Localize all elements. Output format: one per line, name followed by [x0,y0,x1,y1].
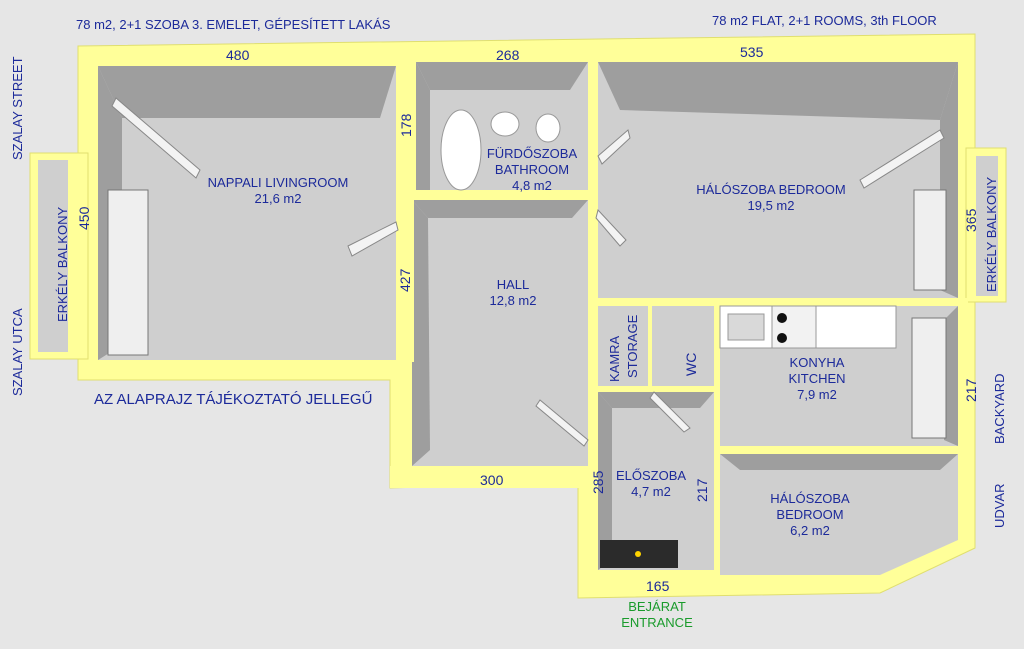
bedroom2-name-hu: HÁLÓSZOBA [770,491,850,506]
living-floor [98,66,396,360]
bathtub-icon [440,109,482,191]
storage-name-en: STORAGE [625,314,640,378]
kitchen-label: KONYHA KITCHEN 7,9 m2 [772,355,862,403]
bedroom2-floor [720,454,958,575]
bathroom-label: FÜRDŐSZOBA BATHROOM 4,8 m2 [482,146,582,194]
dimension-450: 450 [76,206,92,230]
kitchen-name-en: KITCHEN [788,371,846,386]
bathroom-name-en: BATHROOM [494,162,570,177]
shaded-walls [98,62,958,570]
entrance-light-icon [635,551,641,557]
balcony-left-floor [38,160,68,352]
hall-name: HALL [496,277,530,292]
living-room-area: 21,6 m2 [254,191,302,206]
bedroom2-area: 6,2 m2 [790,523,830,538]
dimension-268: 268 [496,47,520,63]
udvar-label: UDVAR [992,483,1007,528]
wc-floor [652,306,714,386]
balcony-right-label: ERKÉLY BALKONY [984,176,999,292]
header-english: 78 m2 FLAT, 2+1 ROOMS, 3th FLOOR [712,13,937,28]
living-room-name: NAPPALI LIVINGROOM [207,175,349,190]
entry-label: ELŐSZOBA 4,7 m2 [616,468,686,500]
dimension-217-entry: 217 [694,478,710,502]
kitchen-name-hu: KONYHA [789,355,845,370]
entry-floor [598,392,714,570]
storage-name-hu: KAMRA [607,335,622,382]
dimension-300: 300 [480,472,504,488]
windows [107,189,947,439]
storage-floor [598,306,648,386]
wc-label: WC [683,352,699,376]
inner-walls [390,62,968,576]
dimension-480: 480 [226,47,250,63]
dimension-365: 365 [963,208,979,232]
stove-icon [777,313,787,323]
entry-area: 4,7 m2 [631,484,671,499]
hall-area: 12,8 m2 [489,293,537,308]
entrance-name-en: ENTRANCE [621,615,693,630]
disclaimer-notice: AZ ALAPRAJZ TÁJÉKOZTATÓ JELLEGŰ [94,391,373,408]
szalay-utca-label: SZALAY UTCA [10,308,25,396]
header-hungarian: 78 m2, 2+1 SZOBA 3. EMELET, GÉPESÍTETT L… [76,17,391,32]
kitchen-fixtures [719,305,897,349]
balcony-left-label: ERKÉLY BALKONY [55,206,70,322]
bathroom-fixtures [440,109,561,191]
bedroom1-label: HÁLÓSZOBA BEDROOM 19,5 m2 [686,182,856,214]
szalay-street-label: SZALAY STREET [10,56,25,160]
dimension-285: 285 [590,470,606,494]
bathroom-name-hu: FÜRDŐSZOBA [486,146,578,161]
dimension-427: 427 [397,268,413,292]
kitchen-area: 7,9 m2 [797,387,837,402]
hall-label: HALL 12,8 m2 [478,277,548,309]
dimension-535: 535 [740,44,764,60]
hall-floor [412,200,588,466]
bathroom-area: 4,8 m2 [512,178,552,193]
entrance-label: BEJÁRAT ENTRANCE [612,599,702,631]
balcony-right-floor [976,156,998,296]
entrance-name-hu: BEJÁRAT [628,599,686,614]
bedroom2-label: HÁLÓSZOBA BEDROOM 6,2 m2 [760,491,860,539]
doors [111,97,945,447]
bedroom1-name: HÁLÓSZOBA BEDROOM [696,182,846,197]
entry-name: ELŐSZOBA [616,468,687,483]
living-room-label: NAPPALI LIVINGROOM 21,6 m2 [198,175,358,207]
bedroom1-floor [598,62,958,298]
dimension-165: 165 [646,578,670,594]
dimension-217-kitchen: 217 [963,378,979,402]
bedroom1-area: 19,5 m2 [747,198,795,213]
bedroom2-name-en: BEDROOM [776,507,844,522]
dimension-178: 178 [398,113,414,137]
backyard-label: BACKYARD [992,373,1007,444]
